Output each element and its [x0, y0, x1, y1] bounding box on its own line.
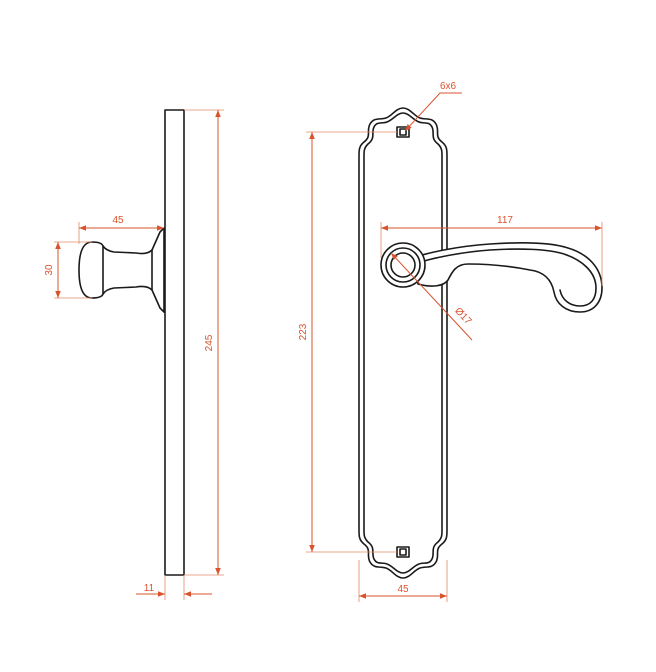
rose-inner [390, 252, 416, 278]
lever-length-label: 117 [497, 215, 513, 226]
rose-middle [385, 247, 421, 283]
side-knob [78, 227, 165, 313]
lever-handle [411, 242, 603, 313]
spindle-square-label: 6x6 [440, 81, 457, 92]
knob-height-label: 30 [44, 264, 55, 276]
plate-width-label: 45 [397, 584, 409, 595]
rose-diameter-leader [390, 252, 473, 341]
front-view-dimensions: 6x6 223 117 Ø17 45 [298, 81, 603, 602]
side-plate [164, 109, 185, 576]
side-view [78, 109, 185, 576]
plate-thickness-label: 11 [144, 583, 155, 594]
knob-length-label: 45 [112, 215, 124, 226]
plate-height-label: 245 [204, 334, 215, 351]
back-plate [358, 107, 448, 579]
side-view-dimensions: 45 30 245 11 [44, 109, 224, 600]
rose-diameter-label: Ø17 [452, 306, 473, 328]
rose-outer [380, 242, 426, 288]
front-view [358, 107, 603, 579]
screw-spacing-label: 223 [298, 323, 309, 340]
back-plate-inner [363, 112, 443, 574]
lever-handle-inner [419, 248, 597, 307]
spindle-leader [404, 92, 462, 132]
